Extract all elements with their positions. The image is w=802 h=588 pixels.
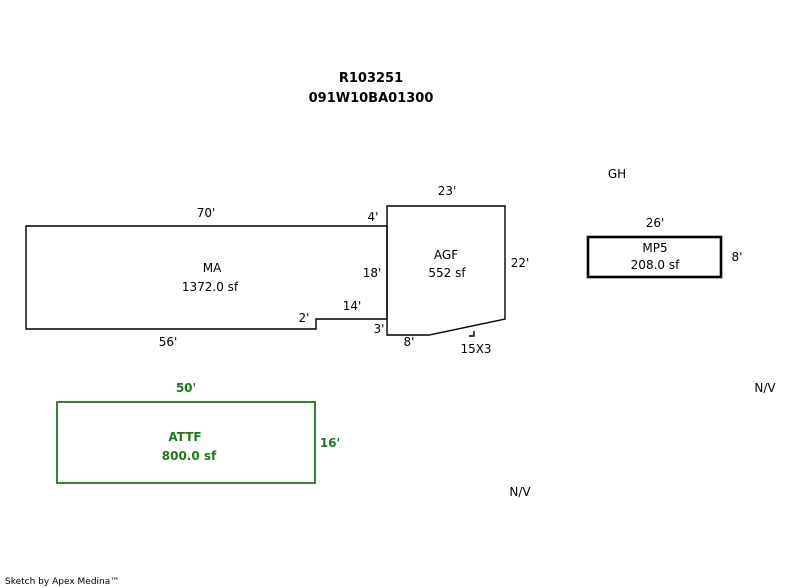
dim-agf-angle: 15X3 (460, 342, 491, 356)
dim-ma-bottom: 56' (159, 335, 178, 349)
dim-attf-right: 16' (320, 436, 340, 450)
attf-label: ATTF (168, 430, 201, 444)
nv-label-bottom: N/V (509, 485, 531, 499)
dim-mp5-right: 8' (732, 250, 743, 264)
agf-outline (386, 205, 506, 336)
dim-ma-notch-right: 3' (374, 322, 385, 336)
agf-size: 552 sf (428, 266, 466, 280)
attf-size: 800.0 sf (162, 449, 217, 463)
dim-ma-notch: 14' (343, 299, 362, 313)
angle-marker (469, 331, 475, 337)
dim-agf-right: 22' (511, 256, 530, 270)
dim-mp5-top: 26' (646, 216, 665, 230)
mp5-size: 208.0 sf (631, 258, 680, 272)
dim-agf-bottom: 8' (404, 335, 415, 349)
mp5-outline (586, 235, 723, 279)
dim-agf-top: 23' (438, 184, 457, 198)
dim-ma-top: 70' (197, 206, 216, 220)
gh-label: GH (608, 167, 626, 181)
dim-ma-step: 2' (299, 311, 310, 325)
nv-label-right: N/V (754, 381, 776, 395)
dim-ma-right: 18' (363, 266, 382, 280)
parcel-id: R103251 (339, 71, 403, 86)
map-number: 091W10BA01300 (309, 91, 434, 106)
footer-credit: Sketch by Apex Medina™ (5, 577, 119, 587)
dim-attf-top: 50' (176, 381, 196, 395)
attf-outline (56, 401, 316, 484)
mp5-label: MP5 (642, 241, 667, 255)
ma-label: MA (203, 261, 222, 275)
ma-outline (25, 225, 388, 330)
dim-ma-top-right: 4' (368, 210, 379, 224)
agf-label: AGF (434, 248, 458, 262)
ma-size: 1372.0 sf (182, 280, 239, 294)
